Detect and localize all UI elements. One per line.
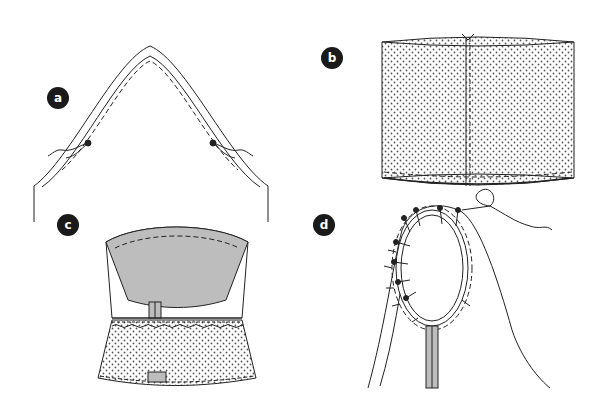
sleeve-cap bbox=[34, 46, 268, 222]
pinned-armhole bbox=[368, 189, 552, 388]
callout-letter: d bbox=[320, 219, 329, 231]
callout-letter: c bbox=[64, 219, 71, 231]
gathered-sleeve bbox=[98, 227, 256, 386]
callout-badge: b bbox=[321, 47, 343, 69]
callout-badge: c bbox=[57, 214, 79, 236]
cuff-tube bbox=[382, 34, 574, 186]
callout-letter: a bbox=[54, 92, 62, 104]
callout-badge: d bbox=[313, 214, 335, 236]
callout-letter: b bbox=[328, 52, 337, 64]
callout-badge: a bbox=[47, 87, 69, 109]
